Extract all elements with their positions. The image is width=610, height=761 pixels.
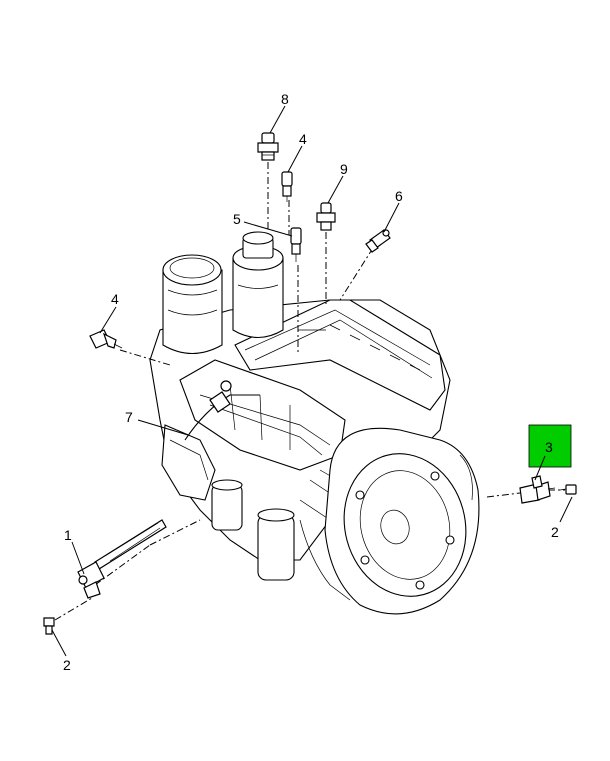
sensor-6 xyxy=(365,229,391,253)
camshaft-position-sensor-1 xyxy=(77,519,167,599)
sensor-harness-7 xyxy=(184,380,260,441)
callout-6: 6 xyxy=(395,188,403,204)
callout-2-left: 2 xyxy=(63,657,71,673)
temperature-sensor-4-left xyxy=(89,329,123,349)
pressure-sender-8 xyxy=(257,132,279,161)
callout-1: 1 xyxy=(64,527,72,543)
temperature-sensor-4-top xyxy=(281,171,293,202)
callout-8: 8 xyxy=(281,91,289,107)
callout-2-right: 2 xyxy=(551,524,559,540)
flywheel-housing xyxy=(299,427,480,615)
callout-4-left: 4 xyxy=(111,291,119,307)
leader-lines xyxy=(51,105,573,657)
callout-3: 3 xyxy=(545,439,553,455)
bolt-2-right xyxy=(559,484,577,495)
sensor-5 xyxy=(290,227,302,262)
selected-part-highlight[interactable] xyxy=(528,424,572,468)
callout-9: 9 xyxy=(340,161,348,177)
callout-5: 5 xyxy=(233,211,241,227)
crankshaft-position-sensor-3 xyxy=(519,475,556,504)
callout-4-top: 4 xyxy=(299,131,307,147)
callout-7: 7 xyxy=(125,409,133,425)
fuel-filter-right xyxy=(232,231,284,339)
fuel-filter-left xyxy=(162,254,223,354)
bolt-2-left xyxy=(43,617,55,635)
pressure-sender-9 xyxy=(316,202,336,231)
